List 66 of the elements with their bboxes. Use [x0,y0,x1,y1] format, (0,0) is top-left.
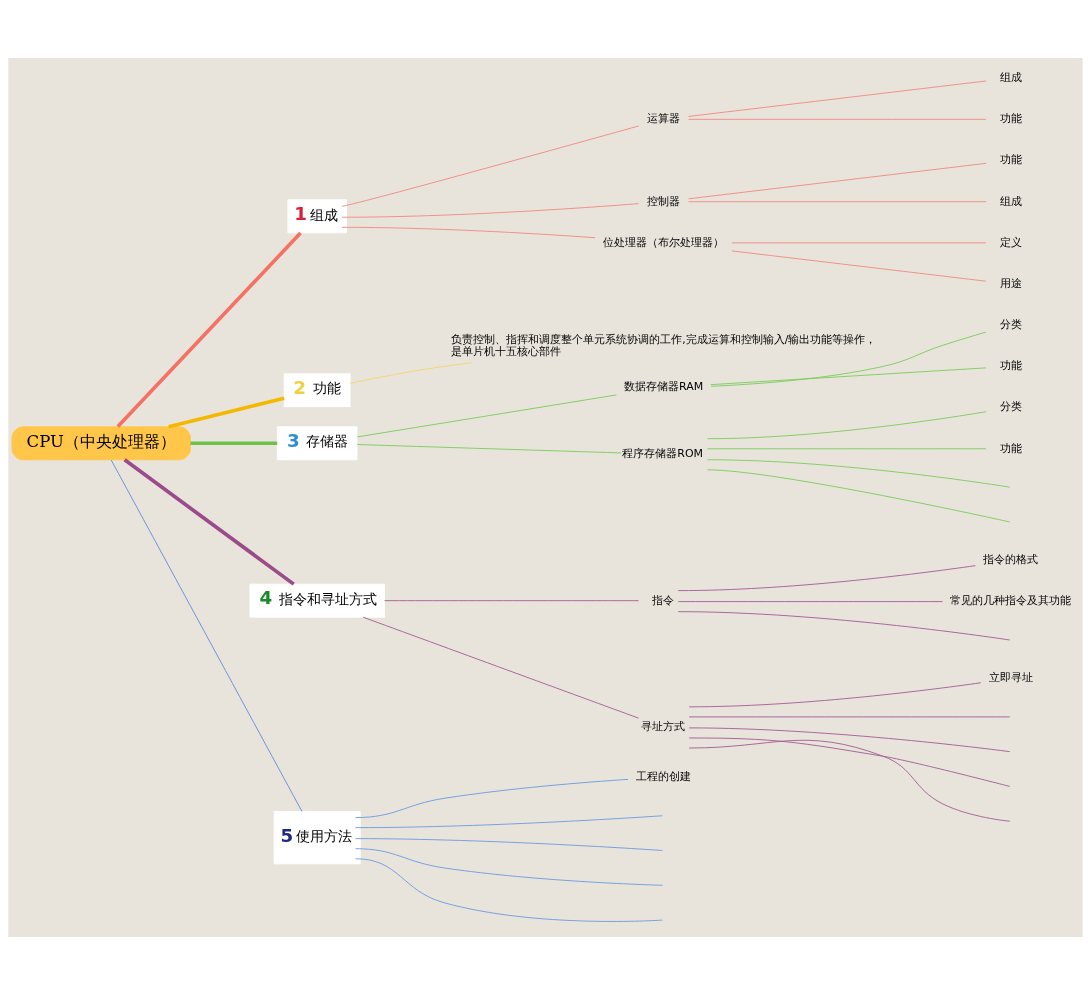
node-box: 2 功能 [283,373,351,408]
connector [355,815,663,829]
node-text: 定义 [999,235,1022,249]
connector [707,448,987,450]
connector [341,226,596,239]
connector [688,737,1011,787]
connector [677,565,976,592]
node-text: 数据存储器RAM [623,380,704,394]
node-text: 功能 [999,153,1022,167]
connector [349,362,473,384]
connector [356,394,617,438]
connector [677,601,944,603]
node-box: CPU（中央处理器） [11,426,191,461]
connector [731,242,987,244]
node-text: 功能 [999,112,1022,126]
node-text: 位处理器（布尔处理器） [603,235,725,249]
node-text: 分类 [999,400,1022,414]
node-text: 负责控制、指挥和调度整个单元系统协调的工作,完成运算和控制输入/输出功能等操作，是单片机十五核心部件 [451,333,877,359]
node-text: 用途 [999,276,1022,290]
connector [355,848,663,886]
node-box: 5 使用方法 [273,811,361,865]
connector [384,600,640,602]
connector [677,611,1011,641]
connector [707,459,1011,488]
connector [688,682,982,708]
node-text: 指令 [651,593,674,607]
connector [710,367,987,386]
node-text: 常见的几种指令及其功能 [950,594,1072,608]
connector [731,250,987,282]
node-box: 3 存储器 [276,426,358,461]
node-text: 分类 [999,318,1022,332]
node-text: 组成 [999,70,1022,84]
connector [355,858,663,922]
connector [168,396,285,429]
connector [355,778,629,819]
connector [356,444,622,454]
connector [341,203,639,218]
connector [707,411,987,440]
connector [355,838,663,851]
connector [110,459,303,812]
node-text: 立即寻址 [988,671,1033,685]
node-text: 运算器 [647,112,681,126]
node-text: 功能 [999,441,1022,455]
connector [688,727,1011,753]
connector [688,80,987,117]
node-box: 4 指令和寻址方式 [249,583,385,618]
node-box: 1 组成 [287,199,347,234]
node-text: 组成 [999,194,1022,208]
connector [688,201,987,203]
node-text: 寻址方式 [640,720,685,734]
node-text: 功能 [999,359,1022,373]
connector [123,458,295,586]
node-text: 控制器 [647,194,681,208]
connector [688,162,987,200]
node-text: 程序存储器ROM [622,447,704,461]
connector [707,469,1011,523]
connector [341,125,640,207]
connector [190,441,278,446]
node-text: 工程的创建 [636,770,692,784]
connector [688,739,1011,822]
connector [710,331,987,387]
connector [688,716,1011,718]
connector [688,118,987,120]
node-text: 指令的格式 [983,553,1039,567]
connector [362,616,639,719]
connector [116,231,302,428]
